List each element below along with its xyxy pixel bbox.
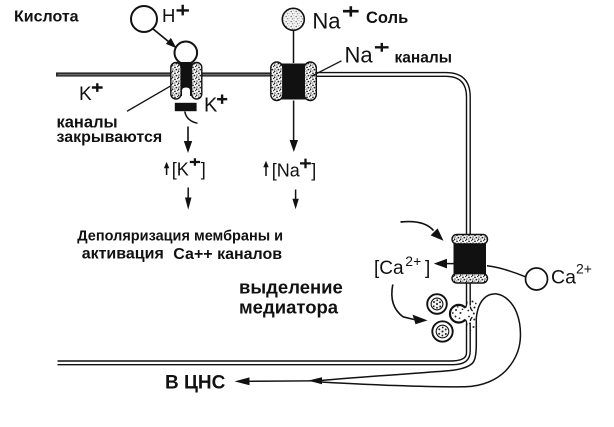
svg-text:Ca: Ca	[551, 266, 576, 288]
svg-text:2+: 2+	[576, 261, 592, 277]
svg-text:Кислота: Кислота	[14, 9, 79, 26]
svg-text:K: K	[204, 95, 218, 117]
svg-text:выделение: выделение	[239, 277, 343, 298]
svg-text:2+: 2+	[405, 253, 421, 269]
svg-text:[Na: [Na	[272, 161, 301, 181]
svg-text:Соль: Соль	[366, 9, 408, 27]
svg-text:медиатора: медиатора	[239, 297, 339, 318]
svg-text:H: H	[162, 5, 175, 26]
svg-text:]: ]	[311, 161, 316, 181]
svg-text:]: ]	[425, 258, 430, 279]
svg-text:[Ca: [Ca	[374, 258, 404, 279]
svg-text:[K: [K	[172, 159, 189, 179]
svg-text:Na: Na	[312, 8, 341, 33]
svg-text:Деполяризация мембраны и: Деполяризация мембраны и	[77, 229, 283, 245]
svg-text:K: K	[79, 84, 92, 105]
svg-text:Na: Na	[345, 42, 374, 67]
svg-text:каналы: каналы	[395, 49, 452, 66]
svg-text:Са++ каналов: Са++ каналов	[173, 246, 282, 263]
svg-text:закрываются: закрываются	[57, 129, 163, 146]
svg-text:каналы: каналы	[57, 114, 118, 132]
svg-text:активация: активация	[82, 246, 164, 263]
svg-text:]: ]	[201, 159, 206, 179]
svg-text:В ЦНС: В ЦНС	[165, 373, 226, 394]
